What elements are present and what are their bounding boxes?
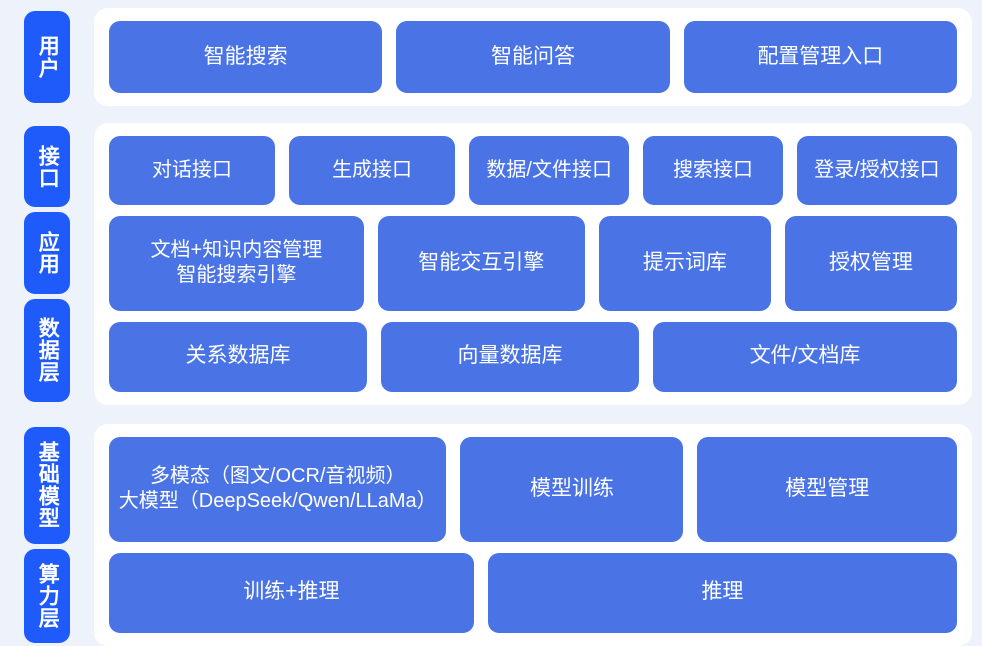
box-authorization-management[interactable]: 授权管理 xyxy=(784,216,957,311)
band-middle-label-column: 接口 应用 数据层 xyxy=(14,123,80,405)
band-bottom: 基础模型 算力层 多模态（图文/OCR/音视频） 大模型（DeepSeek/Qw… xyxy=(14,424,972,646)
box-intelligent-interaction-engine[interactable]: 智能交互引擎 xyxy=(377,216,585,311)
box-inference[interactable]: 推理 xyxy=(487,552,957,633)
box-file-document-store[interactable]: 文件/文档库 xyxy=(653,321,957,393)
band-users: 用户 智能搜索 智能问答 配置管理入口 xyxy=(14,8,972,106)
band-middle-card: 对话接口 生成接口 数据/文件接口 搜索接口 登录/授权接口 文档+知识内容管理… xyxy=(94,123,972,405)
box-model-management[interactable]: 模型管理 xyxy=(697,437,957,542)
band-users-card: 智能搜索 智能问答 配置管理入口 xyxy=(94,8,972,106)
box-dialog-interface[interactable]: 对话接口 xyxy=(109,136,276,206)
box-document-knowledge-management[interactable]: 文档+知识内容管理 智能搜索引擎 xyxy=(109,216,364,311)
box-intelligent-qa[interactable]: 智能问答 xyxy=(396,21,670,93)
row-datastore: 关系数据库 向量数据库 文件/文档库 xyxy=(109,321,957,393)
box-data-file-interface[interactable]: 数据/文件接口 xyxy=(469,136,630,206)
box-generation-interface[interactable]: 生成接口 xyxy=(289,136,456,206)
box-intelligent-search[interactable]: 智能搜索 xyxy=(109,21,383,93)
row-application: 文档+知识内容管理 智能搜索引擎 智能交互引擎 提示词库 授权管理 xyxy=(109,216,957,311)
row-compute: 训练+推理 推理 xyxy=(109,552,957,633)
box-config-management-entry[interactable]: 配置管理入口 xyxy=(683,21,957,93)
layer-label-user: 用户 xyxy=(24,11,70,103)
box-search-interface[interactable]: 搜索接口 xyxy=(643,136,783,206)
box-model-training[interactable]: 模型训练 xyxy=(460,437,684,542)
layer-label-compute: 算力层 xyxy=(24,548,70,643)
box-training-and-inference[interactable]: 训练+推理 xyxy=(109,552,474,633)
box-vector-database[interactable]: 向量数据库 xyxy=(381,321,639,393)
band-bottom-label-column: 基础模型 算力层 xyxy=(14,424,80,646)
band-users-label-column: 用户 xyxy=(14,8,80,106)
layer-label-foundation-model: 基础模型 xyxy=(24,427,70,544)
box-prompt-library[interactable]: 提示词库 xyxy=(598,216,771,311)
box-multimodal-large-model[interactable]: 多模态（图文/OCR/音视频） 大模型（DeepSeek/Qwen/LLaMa） xyxy=(109,437,447,542)
band-middle: 接口 应用 数据层 对话接口 生成接口 数据/文件接口 搜索接口 登录/授权接口… xyxy=(14,123,972,405)
row-user-entries: 智能搜索 智能问答 配置管理入口 xyxy=(109,21,957,93)
layer-label-data: 数据层 xyxy=(24,298,70,402)
band-bottom-card: 多模态（图文/OCR/音视频） 大模型（DeepSeek/Qwen/LLaMa）… xyxy=(94,424,972,646)
box-login-auth-interface[interactable]: 登录/授权接口 xyxy=(796,136,957,206)
row-interface: 对话接口 生成接口 数据/文件接口 搜索接口 登录/授权接口 xyxy=(109,136,957,206)
layer-label-application: 应用 xyxy=(24,212,70,294)
box-relational-database[interactable]: 关系数据库 xyxy=(109,321,367,393)
layer-label-interface: 接口 xyxy=(24,126,70,208)
row-foundation-models: 多模态（图文/OCR/音视频） 大模型（DeepSeek/Qwen/LLaMa）… xyxy=(109,437,957,542)
